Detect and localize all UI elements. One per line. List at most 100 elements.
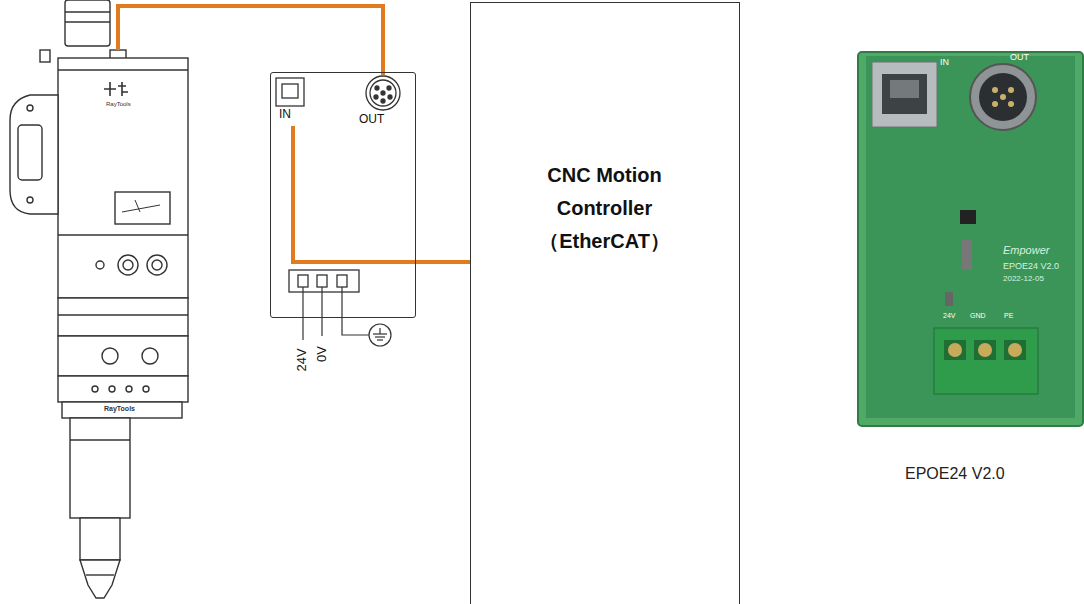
cutting-head-part: [65, 21, 110, 22]
power-wires-part: [342, 287, 369, 335]
product-photo-part: [978, 343, 992, 357]
cable: [293, 126, 416, 262]
product-photo-part: [962, 240, 972, 270]
product-photo: [858, 52, 1083, 426]
cutting-head-part: [126, 386, 132, 392]
module-parts-part: [387, 86, 391, 90]
cutting-head-part: [58, 69, 188, 70]
product-photo-part: [974, 340, 996, 360]
cutting-head-part: [58, 298, 188, 336]
cutting-head-part: [70, 418, 130, 518]
module-parts-part: [388, 95, 392, 99]
cutting-head-part: [58, 336, 188, 376]
pin-label: 24V: [295, 348, 309, 371]
product-photo-part: [890, 80, 919, 98]
power-wires-part: [373, 333, 387, 334]
module-parts-part: [289, 270, 359, 292]
power-wires-part: [369, 324, 391, 346]
product-photo-part: [992, 87, 998, 93]
power-wires-part: [375, 336, 385, 337]
cutting-head-part: [58, 234, 188, 235]
silkscreen-text: GND: [970, 312, 986, 320]
power-wires-part: [302, 287, 303, 340]
product-photo-part: [858, 52, 1083, 426]
module-parts-part: [298, 275, 308, 287]
module-parts-part: [276, 78, 304, 106]
cutting-head-part: [115, 192, 170, 224]
cutting-head-part: [152, 260, 162, 270]
cutting-head: [10, 0, 188, 598]
cutting-head-part: [65, 11, 110, 12]
cutting-head-part: [70, 439, 130, 440]
silkscreen-text: 2022-12-05: [1003, 275, 1044, 284]
cutting-head-part: [143, 386, 149, 392]
box-title: CNC Motion Controller （EtherCAT）: [520, 159, 690, 258]
product-photo-part: [960, 210, 976, 224]
silkscreen-text: 24V: [943, 312, 955, 320]
silkscreen-text: OUT: [1010, 53, 1029, 63]
product-photo-part: [872, 62, 937, 127]
power-wires-part: [321, 287, 322, 336]
brand-text: RayTools: [104, 405, 135, 413]
product-photo-part: [948, 343, 962, 357]
module-parts-part: [374, 95, 378, 99]
power-wires-part: [379, 328, 380, 334]
caption-text: EPOE24 V2.0: [905, 465, 1005, 483]
cutting-head-part: [58, 314, 188, 315]
cutting-head-part: [58, 58, 188, 298]
silkscreen-text: IN: [940, 58, 949, 68]
power-wires: [303, 287, 391, 346]
silkscreen-text: EPOE24 V2.0: [1003, 262, 1059, 272]
module-parts-part: [381, 91, 385, 95]
module-parts-part: [282, 84, 298, 98]
product-photo-part: [866, 56, 1075, 418]
port-label: OUT: [359, 113, 384, 127]
brand-text: RayTools: [106, 101, 131, 108]
cutting-head-part: [58, 376, 188, 402]
cable: [118, 6, 383, 75]
cutting-head-part: [65, 0, 110, 46]
module-parts-part: [381, 99, 385, 103]
controller-box: CNC Motion Controller （EtherCAT）: [470, 2, 740, 604]
product-photo-part: [1000, 94, 1006, 100]
module-box: IN OUT: [270, 72, 416, 318]
cutting-head-part: [18, 125, 42, 180]
pin-label: 0V: [315, 346, 329, 362]
cutting-head-part: [27, 197, 33, 203]
product-photo-part: [1004, 340, 1026, 360]
module-parts-part: [375, 86, 379, 90]
cutting-head-part: [40, 50, 50, 62]
product-photo-part: [970, 64, 1036, 130]
cutting-head-part: [80, 560, 120, 598]
cutting-head-part: [142, 348, 158, 364]
port-label: IN: [279, 108, 291, 122]
cutting-head-part: [92, 386, 98, 392]
cutting-head-part: [123, 260, 133, 270]
product-photo-part: [1008, 101, 1014, 107]
module-parts-part: [337, 275, 347, 287]
cutting-head-part: [104, 82, 128, 96]
product-photo-part: [934, 328, 1038, 394]
module-parts-part: [370, 80, 396, 106]
module-parts-part: [366, 76, 400, 110]
product-photo-part: [1008, 343, 1022, 357]
product-photo-part: [992, 101, 998, 107]
product-photo-part: [1008, 87, 1014, 93]
cutting-head-part: [147, 255, 167, 275]
cutting-head-part: [86, 574, 114, 575]
cutting-head-part: [122, 200, 160, 212]
cutting-head-part: [118, 255, 138, 275]
module-parts-part: [317, 275, 327, 287]
silkscreen-text: PE: [1004, 312, 1013, 320]
cutting-head-part: [80, 518, 120, 560]
product-photo-part: [945, 292, 953, 306]
cutting-head-part: [102, 348, 118, 364]
cutting-head-part: [10, 95, 58, 214]
silkscreen-text: Empower: [1003, 244, 1049, 256]
cable-connector: [416, 260, 470, 264]
product-photo-part: [882, 74, 927, 114]
product-photo-part: [979, 73, 1027, 121]
cutting-head-part: [109, 386, 115, 392]
